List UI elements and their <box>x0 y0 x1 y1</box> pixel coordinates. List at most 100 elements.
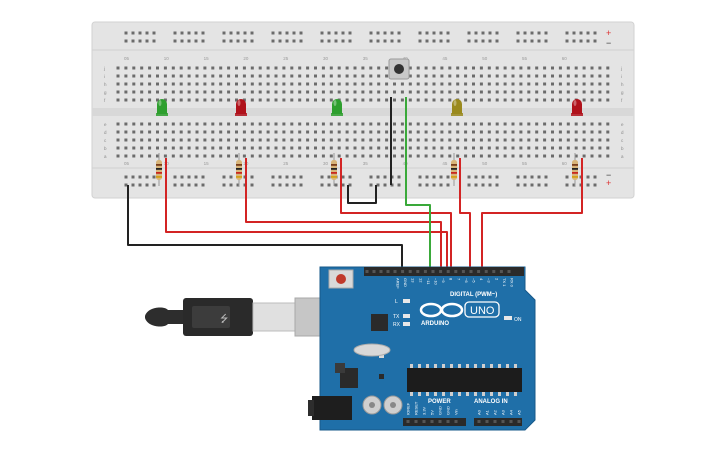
wire-gnd-black[interactable] <box>127 185 403 270</box>
resistor[interactable] <box>451 153 457 186</box>
hole <box>527 122 531 126</box>
hole <box>369 82 373 86</box>
power-pin-label: Vin <box>454 409 459 415</box>
hole <box>495 122 499 126</box>
rail-hole <box>320 175 324 179</box>
hole <box>582 138 586 142</box>
header-pin <box>493 420 497 423</box>
hole <box>472 146 475 150</box>
push-button-cap[interactable] <box>394 64 404 74</box>
analog-pin-label: A5 <box>517 409 522 415</box>
wire-led5-red[interactable] <box>481 158 583 270</box>
rail-hole <box>292 175 296 179</box>
wire-led2-red[interactable] <box>245 158 442 270</box>
rail-hole <box>418 183 422 187</box>
resistor[interactable] <box>331 153 337 186</box>
hole <box>377 74 381 78</box>
wires <box>127 97 583 270</box>
hole <box>574 90 578 94</box>
rail-hole <box>397 183 401 187</box>
hole <box>321 146 325 150</box>
hole <box>187 74 191 78</box>
chip-pin <box>418 392 421 396</box>
hole <box>353 66 357 70</box>
hole <box>558 98 562 102</box>
rail-hole <box>390 31 394 35</box>
hole <box>132 146 136 150</box>
rail-hole <box>229 39 233 43</box>
hole <box>432 138 436 142</box>
rail-hole <box>425 183 429 187</box>
wire-led3-red[interactable] <box>340 158 452 270</box>
hole <box>590 82 594 86</box>
rail-hole <box>131 175 135 179</box>
rail-hole <box>537 39 541 43</box>
column-label: 50 <box>482 161 488 166</box>
header-pin <box>446 420 450 423</box>
hole <box>543 122 547 126</box>
hole <box>219 98 223 102</box>
hole <box>242 82 246 86</box>
rail-hole <box>278 31 282 35</box>
header-pin <box>401 270 405 273</box>
hole <box>306 138 310 142</box>
hole <box>116 66 120 70</box>
wire-button-green[interactable] <box>405 97 431 270</box>
hole <box>535 74 539 78</box>
hole <box>266 82 270 86</box>
led-green-1[interactable] <box>156 99 168 116</box>
chip-pin <box>458 364 461 368</box>
chip-pin <box>450 364 453 368</box>
reset-button[interactable] <box>336 274 346 284</box>
wire-led4-red[interactable] <box>459 158 471 270</box>
power-jack[interactable] <box>312 396 352 420</box>
hole <box>377 138 381 142</box>
hole <box>179 98 183 102</box>
hole <box>337 130 341 134</box>
hole <box>298 98 302 102</box>
led-red-2[interactable] <box>571 99 583 116</box>
push-button[interactable] <box>388 58 410 80</box>
hole <box>211 98 215 102</box>
hole <box>440 90 444 94</box>
hole <box>440 146 444 150</box>
led-green-2[interactable] <box>331 99 343 116</box>
hole <box>163 122 167 126</box>
hole <box>456 122 460 126</box>
resistor[interactable] <box>156 153 162 186</box>
resistor[interactable] <box>572 153 578 186</box>
hole <box>148 66 152 70</box>
hole <box>416 138 420 142</box>
resistor[interactable] <box>236 153 242 186</box>
rail-hole <box>439 31 443 35</box>
power-jack-lip <box>308 400 314 416</box>
hole <box>464 82 468 86</box>
hole <box>258 154 262 158</box>
hole <box>464 154 468 158</box>
header-pin <box>372 270 376 273</box>
hole <box>171 130 175 134</box>
hole <box>448 90 452 94</box>
hole <box>369 66 373 70</box>
hole <box>219 122 223 126</box>
hole <box>156 138 159 142</box>
led-yellow[interactable] <box>451 99 463 116</box>
row-label: j <box>103 66 105 71</box>
hole <box>440 98 444 102</box>
wire-jumper-black[interactable] <box>347 185 377 204</box>
chip-pin <box>498 364 501 368</box>
hole <box>472 74 475 78</box>
hole <box>266 90 270 94</box>
hole <box>487 66 491 70</box>
chip-pin <box>442 364 445 368</box>
rail-hole <box>432 39 436 43</box>
hole <box>408 130 412 134</box>
hole <box>416 146 420 150</box>
chip-pin <box>458 392 461 396</box>
wire-led1-red[interactable] <box>165 158 448 270</box>
hole <box>187 66 191 70</box>
hole <box>314 66 317 70</box>
led-red-1[interactable] <box>235 99 247 116</box>
